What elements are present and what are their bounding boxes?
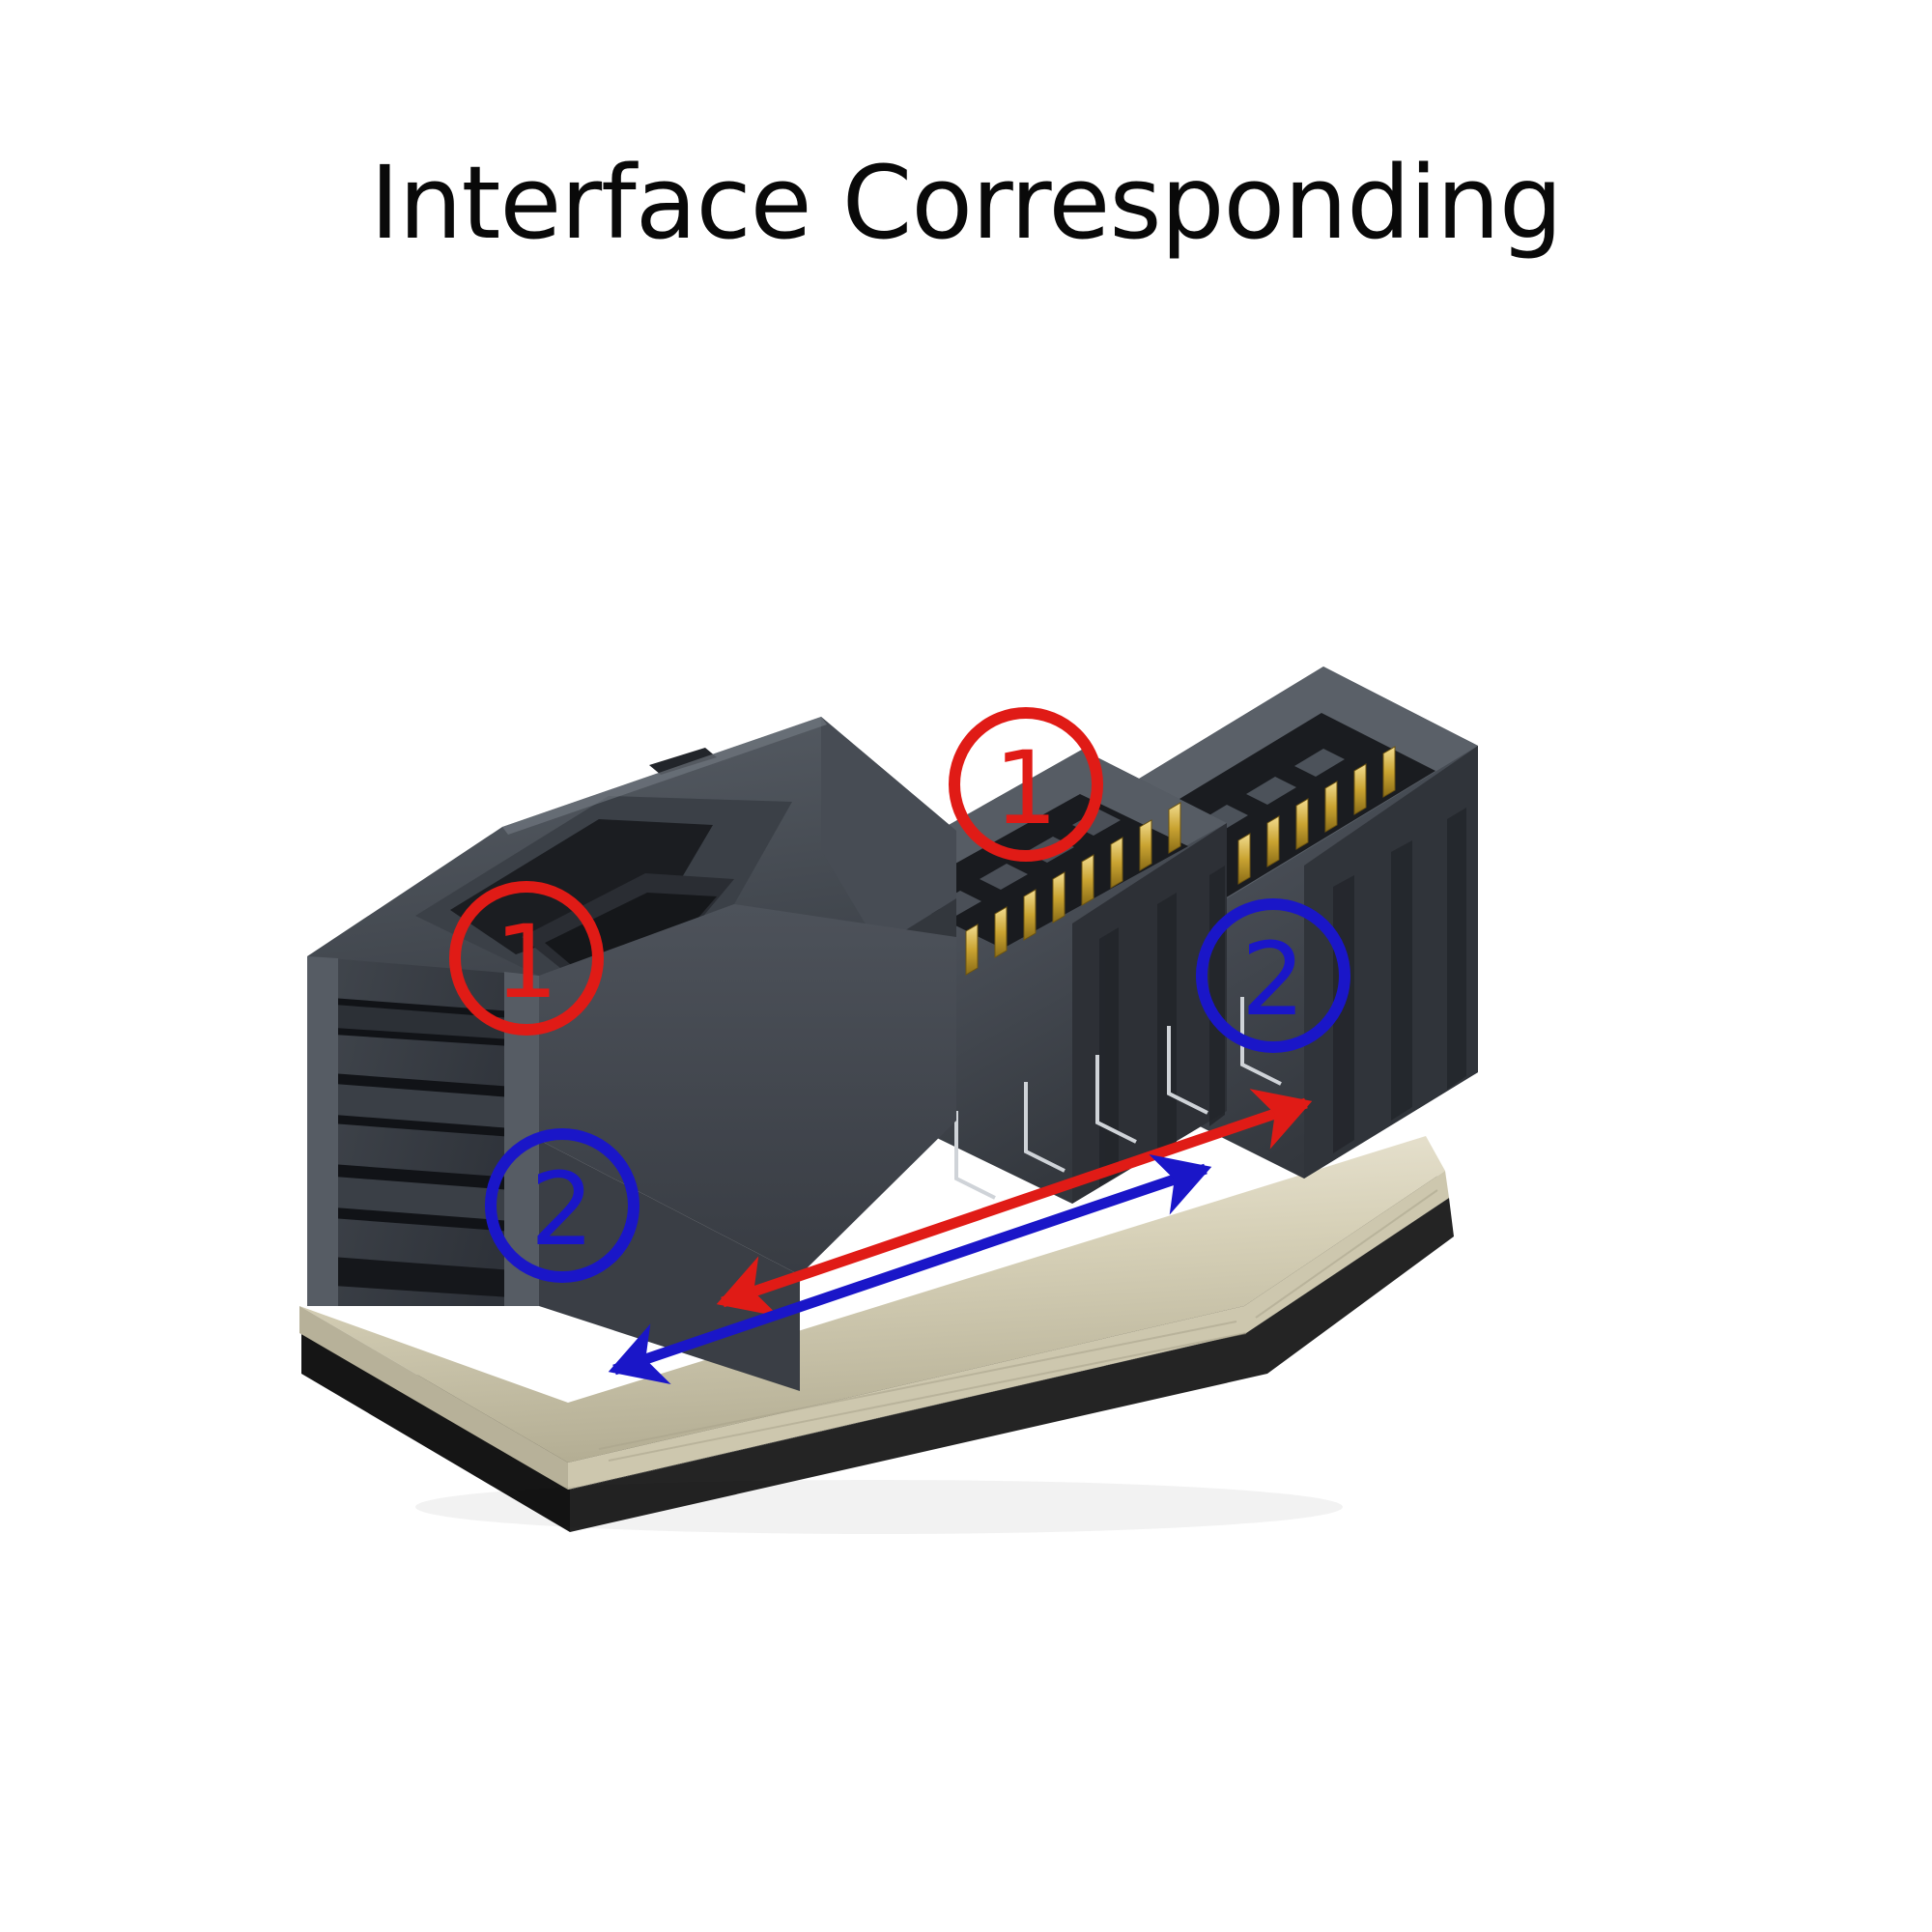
product-photo xyxy=(280,657,1690,1739)
page-title: Interface Corresponding xyxy=(370,144,1563,262)
female-socket-housing xyxy=(307,717,956,1391)
